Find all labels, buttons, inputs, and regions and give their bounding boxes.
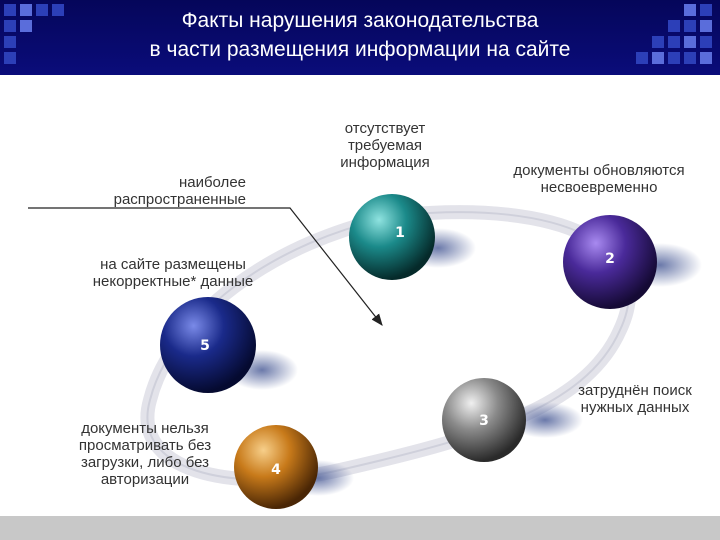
decor-square <box>652 52 664 64</box>
item-3-sphere: 3 <box>442 378 526 462</box>
item-3-label-line-2: нужных данных <box>580 399 690 416</box>
decor-square <box>652 36 664 48</box>
decor-square <box>700 36 712 48</box>
page-title: Факты нарушения законодательства в части… <box>30 6 690 64</box>
decor-square <box>684 52 696 64</box>
header-banner: Факты нарушения законодательства в части… <box>0 0 720 75</box>
item-4-number: 4 <box>271 462 281 478</box>
decor-square <box>684 20 696 32</box>
item-2-label-line-2: несвоевременно <box>540 179 658 196</box>
item-5-sphere: 5 <box>160 297 256 393</box>
pointer-label-line-2: распространенные <box>113 191 246 208</box>
title-line-2: в части размещения информации на сайте <box>149 38 571 61</box>
decor-square <box>684 36 696 48</box>
item-3-label: затруднён поиск нужных данных <box>560 382 710 416</box>
footer-bar <box>0 516 720 540</box>
item-4-sphere: 4 <box>234 425 318 509</box>
item-2-number: 2 <box>605 251 615 267</box>
decor-square <box>668 52 680 64</box>
pointer-label: наиболее распространенные <box>60 174 246 208</box>
decor-square <box>4 36 16 48</box>
item-2-label: документы обновляются несвоевременно <box>488 162 710 196</box>
decor-square <box>4 52 16 64</box>
decor-square <box>700 52 712 64</box>
decor-square <box>4 4 16 16</box>
decor-square <box>20 4 32 16</box>
item-1-label-line-3: информация <box>340 154 430 171</box>
decor-square <box>684 4 696 16</box>
item-4-label-line-2: просматривать без <box>78 437 212 454</box>
item-1-sphere: 1 <box>349 194 435 280</box>
decor-square <box>20 20 32 32</box>
decor-square <box>668 36 680 48</box>
sphere-shadow <box>507 402 583 438</box>
item-1-label: отсутствует требуемая информация <box>305 120 465 171</box>
pointer-arrow <box>28 207 383 326</box>
item-1-number: 1 <box>395 225 405 241</box>
title-line-1: Факты нарушения законодательства <box>181 9 539 32</box>
item-4-label-line-4: авторизации <box>100 471 190 488</box>
pointer-label-line-1: наиболее <box>178 174 246 191</box>
decor-square <box>700 4 712 16</box>
item-5-label-line-2: некорректные* данные <box>92 273 254 290</box>
item-2-label-line-1: документы обновляются <box>513 162 685 179</box>
item-2-sphere: 2 <box>563 215 657 309</box>
item-4-label: документы нельзя просматривать без загру… <box>52 420 238 488</box>
decor-square <box>700 20 712 32</box>
decor-square <box>668 20 680 32</box>
item-5-number: 5 <box>200 338 210 354</box>
item-5-label-line-1: на сайте размещены <box>100 256 246 273</box>
item-3-label-line-1: затруднён поиск <box>578 382 692 399</box>
item-3-number: 3 <box>479 413 489 429</box>
item-4-label-line-3: загрузки, либо без <box>80 454 210 471</box>
item-1-label-line-1: отсутствует <box>344 120 426 137</box>
decor-square <box>52 4 64 16</box>
item-1-label-line-2: требуемая <box>347 137 423 154</box>
decor-square <box>636 52 648 64</box>
decor-square <box>36 4 48 16</box>
item-4-label-line-1: документы нельзя <box>81 420 209 437</box>
decor-square <box>4 20 16 32</box>
item-5-label: на сайте размещены некорректные* данные <box>68 256 278 290</box>
